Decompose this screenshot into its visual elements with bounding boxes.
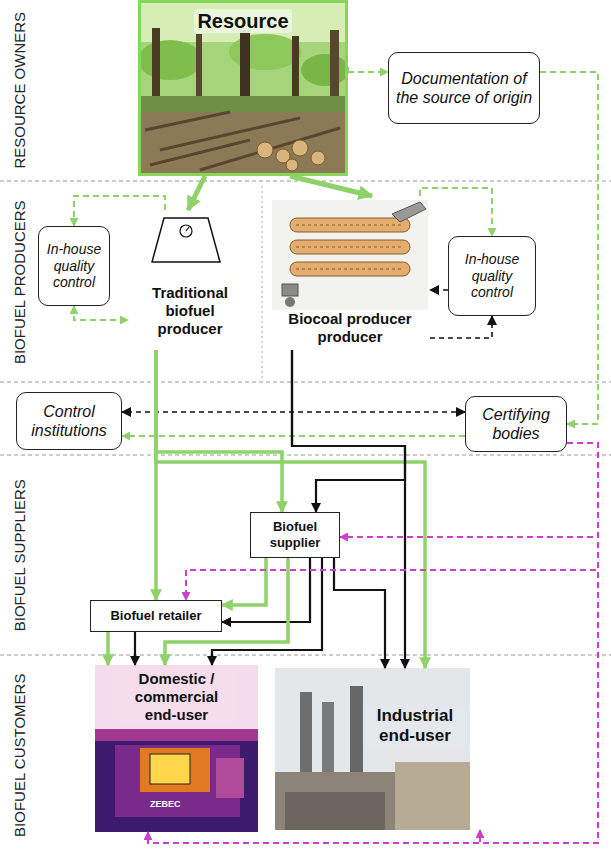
node-text: Biocoal producer producer	[275, 310, 426, 346]
flow-arrow	[156, 350, 282, 512]
discharge-unit	[282, 284, 298, 296]
flow-arrow	[292, 350, 405, 512]
tree-trunk	[240, 30, 250, 98]
flow-arrow	[348, 71, 388, 73]
forest-foliage	[301, 54, 349, 86]
node-text: Control institutions	[22, 402, 116, 440]
node-text: In-house quality control	[44, 241, 104, 291]
flow-arrow	[420, 188, 492, 236]
institution-box: Certifying bodies	[465, 396, 567, 452]
flow-arrow	[74, 196, 165, 226]
document-box: Documentation of the source of origin	[388, 52, 540, 124]
band-label: BIOFUEL SUPPLIERS	[12, 479, 29, 631]
log-end	[311, 151, 325, 165]
flow-arrow	[74, 306, 128, 320]
producer-node: Biocoal producer producer	[270, 196, 430, 350]
biocoal-machine-ground	[272, 200, 428, 310]
band-separator	[0, 655, 611, 656]
tree-trunk	[292, 36, 299, 98]
forest-floor	[138, 96, 348, 112]
power-station-building	[395, 762, 470, 830]
tree-trunk	[152, 28, 160, 98]
power-station-building	[285, 792, 385, 830]
flow-arrow	[122, 435, 465, 437]
flow-arrow	[290, 176, 372, 196]
thermal-window	[150, 754, 190, 784]
flow-arrow	[334, 558, 385, 668]
chimney	[322, 702, 334, 782]
thermal-image	[95, 665, 258, 832]
watermark: ZEBEC	[150, 800, 181, 810]
boiler-icon-needle	[186, 227, 189, 231]
flow-arrow	[430, 289, 448, 291]
boiler-icon	[152, 218, 220, 262]
tree-trunk	[196, 34, 202, 98]
flow-arrow	[186, 443, 598, 600]
chimney	[300, 692, 312, 782]
thermal-patch	[216, 758, 244, 798]
flow-arrow	[134, 632, 136, 665]
quality-control-box: In-house quality control	[38, 226, 110, 306]
node-text: Traditional biofuel producer	[130, 284, 250, 338]
band-separator	[0, 455, 611, 456]
flow-arrow	[480, 443, 598, 843]
node-text: Resource	[194, 9, 291, 33]
band-label: BIOFUEL PRODUCERS	[12, 200, 29, 364]
chimney	[350, 686, 363, 782]
retailer-box: Biofuel retailer	[90, 600, 222, 632]
flow-arrow	[340, 443, 598, 537]
thermal-hotspot	[140, 748, 210, 792]
flow-arrow	[212, 558, 322, 665]
flow-arrow	[148, 443, 598, 843]
power-station-photo	[275, 668, 470, 830]
flow-arrow	[222, 558, 266, 605]
flow-arrow	[430, 316, 492, 338]
producer-node: Traditional biofuel producer	[128, 210, 252, 350]
node-text: Certifying bodies	[471, 405, 561, 443]
band-label: RESOURCE OWNERS	[12, 11, 29, 168]
node-text: Domestic / commercial end-user	[116, 670, 237, 724]
node-text: In-house quality control	[454, 251, 530, 301]
node-text: Biofuel retailer	[110, 608, 201, 624]
forest-foliage	[229, 34, 301, 70]
node-text: Biofuel supplier	[256, 519, 334, 550]
flow-arrow	[122, 411, 465, 413]
boiler-icon-dial	[180, 225, 192, 237]
branches	[145, 112, 340, 170]
flow-arrow	[188, 176, 205, 210]
band-separator	[0, 382, 611, 383]
forest-photo	[138, 0, 348, 176]
node-text: Industrial end-user	[363, 706, 467, 747]
band-label: BIOFUEL CUSTOMERS	[12, 673, 29, 836]
supplier-box: Biofuel supplier	[250, 512, 340, 558]
flow-arrow	[540, 72, 598, 424]
thermal-band	[95, 729, 258, 741]
reactor-screw	[296, 225, 404, 269]
discharge-wheel	[285, 297, 295, 307]
tree-trunk	[330, 30, 339, 98]
slash-pile	[138, 96, 348, 176]
quality-control-box: In-house quality control	[448, 236, 536, 316]
customer-picture: Industrial end-user	[275, 668, 470, 830]
resource-panel: Resource	[138, 0, 348, 176]
thermal-image-light	[95, 665, 258, 729]
log-end	[286, 159, 298, 171]
feed-chute	[392, 202, 426, 222]
institution-box: Control institutions	[16, 392, 122, 450]
flow-arrow	[106, 632, 110, 665]
forest-foliage	[138, 40, 202, 80]
flow-arrow	[222, 558, 310, 622]
producer-separator	[262, 186, 263, 378]
log-end	[292, 140, 308, 156]
node-text: Documentation of the source of origin	[394, 69, 534, 107]
log-end	[257, 142, 273, 158]
